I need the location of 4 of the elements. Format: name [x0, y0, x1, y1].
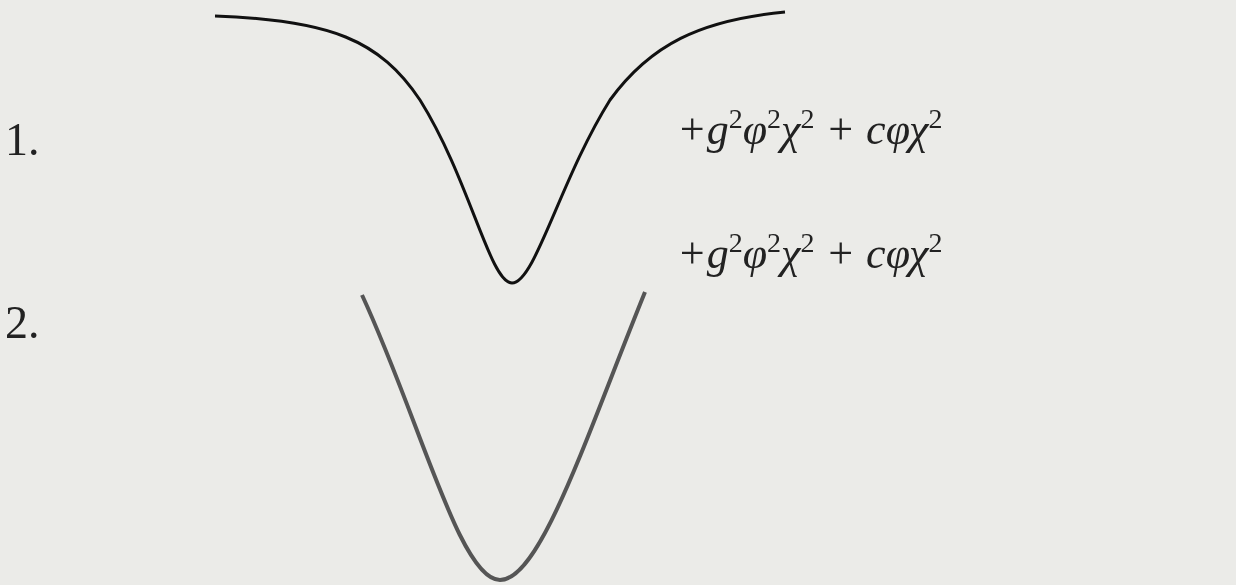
item-number: 2.: [5, 298, 40, 349]
formula: +g$^{2}$φ$^{2}$χ$^{2}$ + cφχ$^{2}$: [677, 104, 943, 155]
formula: +g$^{2}$φ$^{2}$χ$^{2}$ + cφχ$^{2}$: [677, 228, 943, 279]
item-number: 1.: [5, 115, 40, 166]
